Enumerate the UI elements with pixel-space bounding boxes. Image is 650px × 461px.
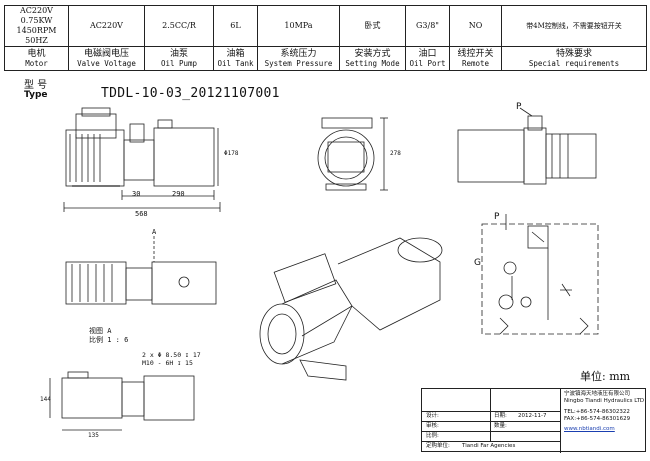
top-view bbox=[65, 236, 217, 305]
motor-value: AC220V 0.75KW 1450RPM 50HZ bbox=[4, 5, 69, 47]
model-number: TDDL-10-03_20121107001 bbox=[101, 86, 280, 101]
motor-circle bbox=[317, 129, 375, 187]
tb-date-value: 2012-11-7 bbox=[518, 413, 547, 419]
tb-date-label: 日期: bbox=[494, 413, 507, 419]
schematic-label-p: P bbox=[494, 212, 500, 222]
remote-label-en: Remote bbox=[461, 58, 490, 68]
view-a-caption: 视图 A 比例 1 : 6 bbox=[89, 327, 128, 345]
port-label-p: P bbox=[516, 102, 522, 112]
oil-tank bbox=[153, 127, 215, 187]
view-a-scale: 比例 1 : 6 bbox=[89, 336, 129, 344]
tb-divider bbox=[422, 441, 560, 442]
remote-label-zh: 线控开关 bbox=[457, 48, 494, 59]
dim-motor-offset: 30 bbox=[132, 190, 141, 198]
view-a-arrow: A bbox=[152, 228, 157, 236]
tb-company-en: Ningbo Tiandi Hydraulics LTD bbox=[564, 398, 645, 404]
valve-stack bbox=[129, 123, 145, 143]
dim-overall-length: 568 bbox=[135, 210, 148, 218]
special-requirements-label-en: Special requirements bbox=[528, 58, 620, 68]
oil-port-value: G3/8" bbox=[405, 5, 450, 47]
tb-agent: 定购单位: bbox=[426, 443, 450, 449]
bottom-view bbox=[49, 371, 195, 431]
oil-tank-label-zh: 油箱 bbox=[226, 48, 245, 59]
front-view bbox=[63, 107, 221, 212]
dim-tank-diameter: Φ178 bbox=[224, 150, 239, 157]
valve-voltage-label-zh: 电磁阀电压 bbox=[83, 48, 129, 59]
tb-divider bbox=[490, 411, 491, 441]
tb-design: 设计: bbox=[426, 413, 439, 419]
type-label-en: Type bbox=[24, 90, 48, 100]
dim-tank-length: 290 bbox=[172, 190, 185, 198]
oil-port-label-zh: 油口 bbox=[418, 48, 437, 59]
pump-block bbox=[123, 139, 155, 181]
tb-divider bbox=[422, 431, 560, 432]
valve-voltage-label-en: Valve Voltage bbox=[77, 58, 136, 68]
tb-agent-value: Tiandi Far Agencies bbox=[462, 443, 516, 449]
tb-review: 审核: bbox=[426, 423, 439, 429]
mount-note-holes: 2 x Φ 8.50 ↧ 17 bbox=[142, 351, 201, 359]
dim-overall-height: 278 bbox=[390, 150, 401, 157]
oil-tank-label-en: Oil Tank bbox=[217, 58, 254, 68]
special-requirements-label-zh: 特殊要求 bbox=[555, 48, 592, 59]
remote-value: NO bbox=[449, 5, 502, 47]
mount-notes: 2 x Φ 8.50 ↧ 17 M10 - 6H ↧ 15 bbox=[142, 351, 201, 367]
tb-tel: TEL:+86-574-86302322 bbox=[564, 409, 630, 415]
oil-tank-value: 6L bbox=[213, 5, 258, 47]
oil-pump-label-zh: 油泵 bbox=[169, 48, 188, 59]
motor-label-zh: 电机 bbox=[27, 48, 46, 59]
tb-divider bbox=[422, 421, 560, 422]
mount-note-thread: M10 - 6H ↧ 15 bbox=[142, 359, 193, 367]
junction-box bbox=[75, 113, 117, 139]
type-label-zh: 型 号 bbox=[24, 80, 48, 91]
isometric-view bbox=[259, 237, 443, 381]
system-pressure-label-zh: 系统压力 bbox=[280, 48, 317, 59]
side-view bbox=[317, 117, 388, 191]
tb-ratio: 比例: bbox=[426, 433, 439, 439]
gauge-label-g: G bbox=[474, 258, 481, 268]
dim-hole-spacing: 135 bbox=[88, 432, 99, 439]
tb-divider bbox=[560, 389, 561, 453]
system-pressure-label-en: System Pressure bbox=[264, 58, 333, 68]
tb-fax: FAX:+86-574-86301629 bbox=[564, 416, 631, 422]
title-block: 设计: 日期: 2012-11-7 审核: 数量: 比例: 定购单位: Tian… bbox=[421, 388, 646, 453]
tb-website-link[interactable]: www.nbtiandi.com bbox=[564, 426, 615, 432]
tb-divider bbox=[490, 389, 491, 411]
oil-port-label-en: Oil Port bbox=[409, 58, 446, 68]
setting-mode-label-zh: 安装方式 bbox=[354, 48, 391, 59]
dim-base-width: 144 bbox=[40, 396, 51, 403]
tb-quantity: 数量: bbox=[494, 423, 507, 429]
oil-pump-label-en: Oil Pump bbox=[160, 58, 198, 68]
unit-label: 单位: mm bbox=[580, 370, 631, 383]
right-view bbox=[457, 107, 597, 185]
setting-mode-value: 卧式 bbox=[339, 5, 406, 47]
motor-label-en: Motor bbox=[25, 58, 48, 68]
spec-values-row: AC220V 0.75KW 1450RPM 50HZ AC220V 2.5CC/… bbox=[4, 5, 647, 47]
valve-voltage-value: AC220V bbox=[68, 5, 145, 47]
spec-table: AC220V 0.75KW 1450RPM 50HZ AC220V 2.5CC/… bbox=[4, 5, 647, 71]
tb-divider bbox=[422, 411, 560, 412]
tb-company-cn: 宁波镇海天地液压有限公司 bbox=[564, 391, 631, 397]
setting-mode-label-en: Setting Mode bbox=[345, 58, 400, 68]
hydraulic-schematic bbox=[481, 214, 599, 335]
view-a-title: 视图 A bbox=[89, 327, 112, 335]
tb-company: 宁波镇海天地液压有限公司 Ningbo Tiandi Hydraulics LT… bbox=[564, 391, 644, 433]
